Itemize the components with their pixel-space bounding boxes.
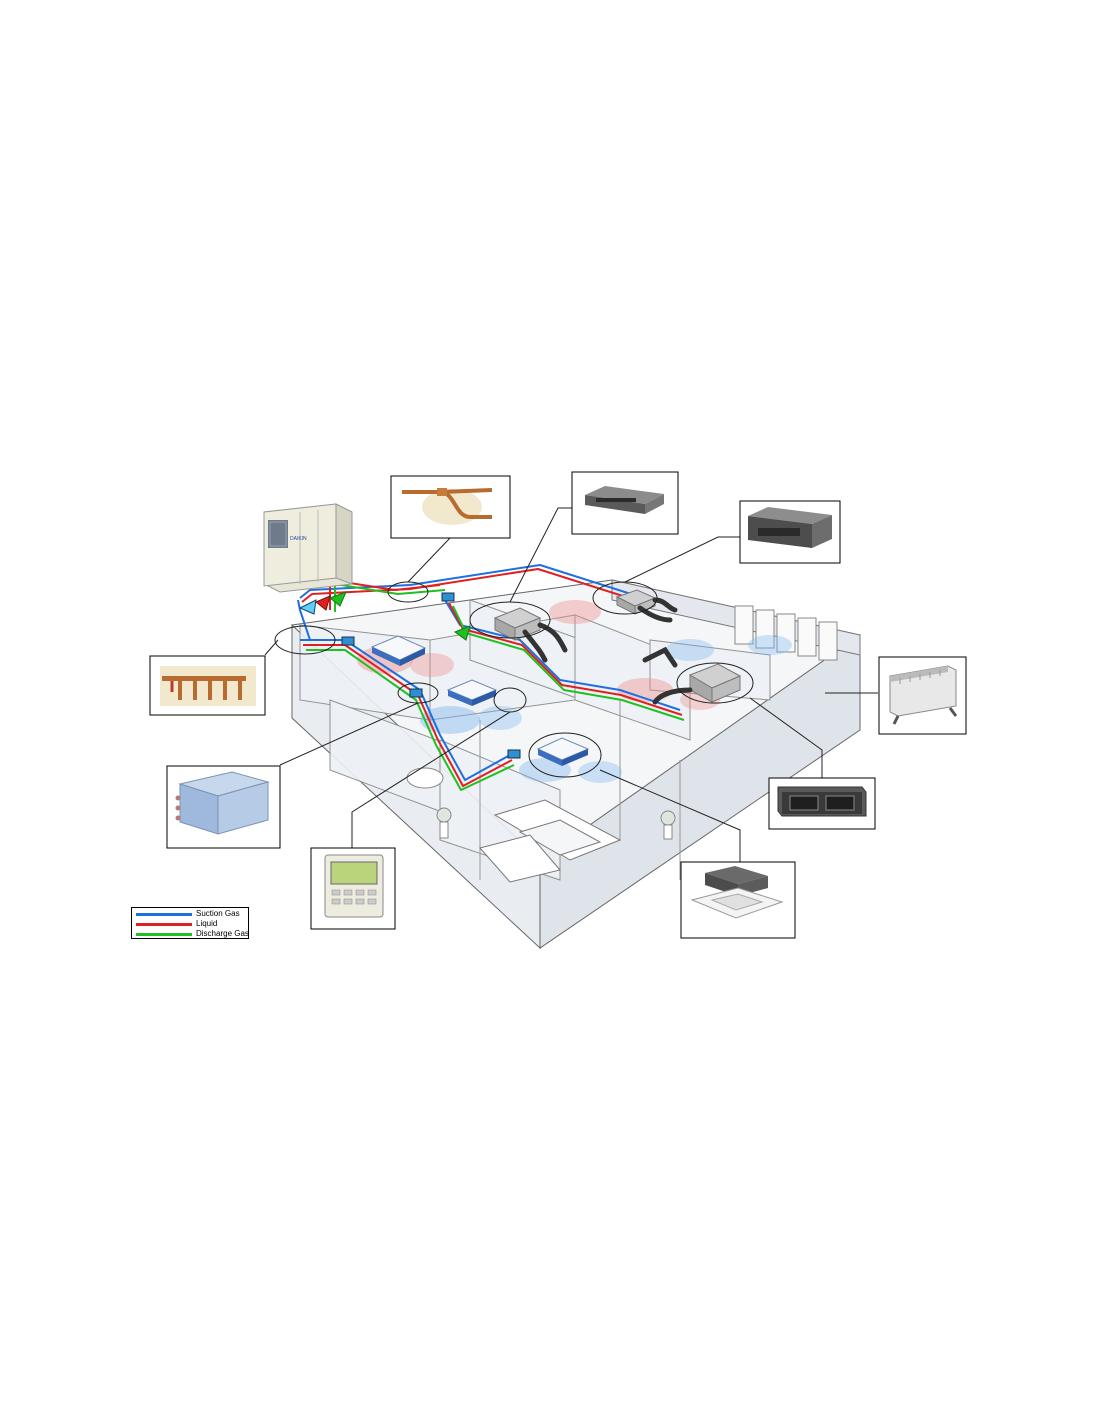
legend-label: Suction Gas — [196, 909, 240, 918]
conference-table — [479, 799, 622, 883]
slim-ducted-unit-icon — [585, 486, 664, 514]
cassette-unit-callout — [680, 861, 796, 939]
meeting-room-walls — [479, 700, 681, 880]
liquid-pipe — [448, 602, 683, 716]
hydrobox-unit-icon — [175, 771, 270, 835]
liquid-flow-arrow — [315, 595, 331, 611]
ducted-unit-icon — [748, 507, 832, 548]
remote-controller-icon — [324, 854, 384, 918]
outdoor-unit: DAIKIN — [263, 503, 353, 593]
cool-air-plume — [578, 761, 622, 783]
suction-gas-pipe — [300, 639, 511, 781]
discharge-gas-pipe — [306, 649, 515, 791]
high-static-ducted-unit-icon — [777, 786, 867, 817]
warm-air-plume — [410, 653, 454, 677]
indoor-units — [341, 589, 742, 766]
outdoor-unit-logo: DAIKIN — [290, 536, 307, 542]
legend-label: Liquid — [196, 919, 218, 928]
pipe-legend: Suction Gas Liquid Discharge Gas — [131, 907, 249, 939]
discharge-flow-arrow — [453, 625, 471, 641]
cool-air-plume — [666, 639, 714, 661]
round-table — [406, 767, 444, 789]
remote-controller-callout — [310, 847, 396, 930]
refnet-header-callout — [149, 655, 266, 716]
hydrobox-unit-callout — [166, 765, 281, 849]
branch-selector-box — [507, 749, 521, 759]
suction-gas-pipe — [299, 564, 651, 601]
cassette-unit-icon — [536, 737, 590, 766]
refrigerant-piping — [297, 564, 685, 791]
refnet-joint-icon — [402, 488, 493, 525]
cassette-unit-icon — [446, 679, 498, 706]
suction-flow-arrow — [298, 599, 317, 615]
plant-icon — [436, 807, 452, 839]
branch-selector-box — [409, 688, 423, 698]
ducted-unit-callout — [739, 500, 841, 564]
slim-ducted-unit-callout — [571, 471, 679, 535]
refnet-header-icon — [160, 666, 256, 706]
branch-selector-box — [441, 592, 455, 602]
discharge-flow-arrow — [329, 591, 347, 607]
server-cabinets — [734, 605, 838, 661]
cassette-unit-icon — [690, 866, 784, 919]
cool-air-plume — [748, 635, 792, 655]
ducted-unit-icon — [688, 663, 742, 703]
high-static-ducted-unit-callout — [768, 777, 876, 830]
legend-swatch — [136, 912, 192, 916]
legend-swatch — [136, 932, 192, 936]
right-outer-wall — [539, 634, 861, 949]
legend-item-suction-gas: Suction Gas — [136, 909, 240, 919]
legend-label: Discharge Gas — [196, 929, 249, 938]
plant-icon — [660, 810, 676, 840]
branch-selector-box — [341, 636, 355, 646]
liquid-pipe — [303, 644, 513, 787]
convector-heater-callout — [878, 656, 967, 735]
legend-item-discharge-gas: Discharge Gas — [136, 929, 249, 939]
ducted-unit-icon — [493, 607, 542, 641]
legend-item-liquid: Liquid — [136, 919, 217, 929]
liquid-pipe — [329, 579, 441, 610]
legend-swatch — [136, 922, 192, 926]
suction-gas-pipe — [297, 599, 311, 641]
warm-air-plume — [549, 600, 601, 624]
convector-heater-icon — [889, 665, 958, 725]
cassette-unit-icon — [370, 635, 427, 666]
air-ducts — [522, 597, 693, 705]
flow-arrows — [298, 591, 471, 641]
callout-leader-lines — [264, 507, 878, 862]
cool-air-plume — [420, 706, 480, 734]
refnet-joint-callout — [390, 475, 511, 539]
